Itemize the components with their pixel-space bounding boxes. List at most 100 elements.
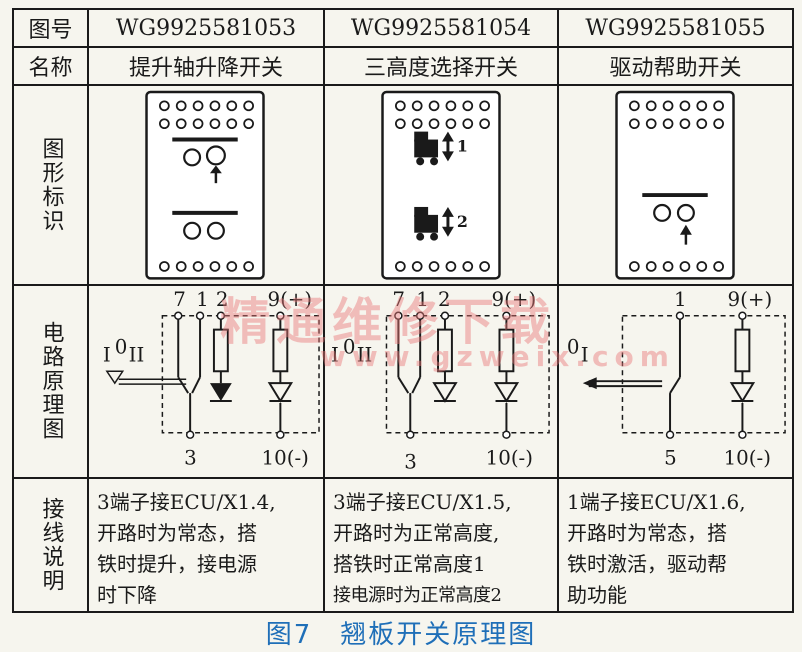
name-row: 名称 提升轴升降开关 三高度选择开关 驱动帮助开关 — [12, 46, 794, 86]
term-1-3: 9(+) — [267, 288, 312, 311]
term-1-1: 1 — [196, 288, 209, 311]
pos-label-1-2: II — [129, 344, 145, 367]
term-1-0: 7 — [173, 288, 186, 311]
circuit-diagram-3: 0 I 1 9(+) 5 10(-) — [567, 288, 786, 470]
pin-hole — [209, 261, 221, 272]
term-2-3: 9(+) — [492, 288, 537, 311]
term-1-b1: 10(-) — [262, 447, 309, 470]
wiring-2-line: 3端子接ECU/X1.5, — [333, 489, 512, 514]
pin-hole — [696, 118, 708, 130]
pin-hole — [411, 118, 423, 130]
wiring-3-line: 助功能 — [567, 582, 627, 607]
switch-table: 图号 WG9925581053 WG9925581054 WG992558105… — [12, 8, 794, 613]
pin-hole — [679, 100, 691, 112]
term-3-0: 1 — [674, 288, 687, 311]
pos-label-3-0: 0 — [567, 336, 580, 359]
pin-hole — [175, 118, 187, 130]
pos-label-2-1: 0 — [343, 336, 356, 359]
truck-lift-icon-1: 1 — [414, 131, 468, 166]
pin-hole — [226, 261, 238, 272]
pin-hole — [696, 261, 708, 272]
symbol-label: 图形标识 — [38, 137, 64, 234]
wiring-label: 接线说明 — [38, 496, 64, 593]
wiring-1-line: 3端子接ECU/X1.4, — [97, 489, 276, 514]
pin-hole — [445, 118, 457, 130]
pin-hole — [479, 100, 490, 112]
pin-hole — [628, 118, 640, 130]
pin-hole — [662, 118, 674, 130]
header-row: 图号 WG9925581053 WG9925581054 WG992558105… — [12, 8, 794, 48]
height-number-2: 2 — [457, 212, 468, 231]
pin-hole — [462, 261, 474, 272]
wiring-2-line: 接电源时为正常高度2 — [333, 584, 502, 606]
pin-hole — [243, 100, 254, 112]
pin-hole — [394, 100, 406, 112]
wiring-2-line: 开路时为正常高度, — [333, 520, 500, 545]
rocker-switch-symbol-1 — [145, 90, 265, 280]
name-2: 三高度选择开关 — [323, 46, 559, 86]
pin-hole — [679, 118, 691, 130]
pin-hole — [159, 100, 170, 112]
term-3-b0: 5 — [664, 447, 677, 470]
circuit-diagram-1: I 0 II 7 1 2 9(+) — [103, 288, 320, 470]
pin-hole — [713, 261, 724, 272]
wiring-desc-3: 1端子接ECU/X1.6, 开路时为常态，搭 铁时激活，驱动帮 助功能 — [557, 476, 794, 613]
term-2-b0: 3 — [404, 451, 417, 474]
pin-hole — [226, 118, 238, 130]
pin-hole — [192, 261, 204, 272]
rocker-switch-symbol-2: 1 2 — [381, 90, 501, 280]
wiring-3-line: 1端子接ECU/X1.6, — [567, 489, 746, 514]
pin-hole — [645, 100, 657, 112]
pin-hole — [662, 261, 674, 272]
pin-hole — [445, 100, 457, 112]
wiring-3-line: 开路时为常态，搭 — [567, 520, 727, 545]
term-1-b0: 3 — [184, 447, 197, 470]
part-no-1: WG9925581053 — [87, 8, 325, 48]
circuit-panel-1: I 0 II 7 1 2 9(+) — [87, 284, 325, 479]
pos-label-1-1: 0 — [115, 336, 128, 359]
pin-hole — [679, 261, 691, 272]
circuit-panel-2: I 0 II 7 1 2 9(+) — [323, 284, 559, 479]
part-no-3: WG9925581055 — [557, 8, 794, 48]
pin-hole — [428, 261, 440, 272]
pin-hole — [209, 100, 221, 112]
name-1: 提升轴升降开关 — [87, 46, 325, 86]
term-3-b1: 10(-) — [724, 447, 771, 470]
pin-hole — [479, 261, 490, 272]
pos-label-2-2: II — [357, 344, 373, 367]
height-number-1: 1 — [457, 136, 468, 155]
term-2-0: 7 — [392, 288, 405, 311]
wiring-row: 接线说明 3端子接ECU/X1.4, 开路时为常态，搭 铁时提升，接电源 时下降… — [12, 476, 794, 613]
wiring-1-line: 开路时为常态，搭 — [97, 520, 257, 545]
circuit-panel-3: 0 I 1 9(+) 5 10(-) — [557, 284, 794, 479]
symbol-row: 图形标识 1 — [12, 83, 794, 287]
figure-title: 翘板开关原理图 — [340, 620, 537, 650]
pin-hole — [175, 261, 187, 272]
wiring-desc-1: 3端子接ECU/X1.4, 开路时为常态，搭 铁时提升，接电源 时下降 — [87, 476, 325, 613]
pin-hole — [713, 100, 724, 112]
pin-hole — [243, 118, 254, 130]
wiring-desc-2: 3端子接ECU/X1.5, 开路时为正常高度, 搭铁时正常高度1 接电源时为正常… — [323, 476, 559, 613]
pin-hole — [411, 261, 423, 272]
pin-hole — [713, 118, 724, 130]
symbol-panel-3 — [557, 83, 794, 287]
pin-hole — [445, 261, 457, 272]
pin-hole — [411, 100, 423, 112]
pin-hole — [628, 261, 640, 272]
pin-hole — [462, 100, 474, 112]
pin-hole — [243, 261, 254, 272]
figure-number: 图7 — [265, 620, 313, 650]
pin-hole — [226, 100, 238, 112]
pos-label-3-1: I — [581, 344, 589, 367]
pin-hole — [175, 100, 187, 112]
pin-hole — [662, 100, 674, 112]
pin-hole — [428, 118, 440, 130]
name-3: 驱动帮助开关 — [557, 46, 794, 86]
circuit-row: 电路原理图 I 0 II 7 1 2 9(+) — [12, 284, 794, 479]
rocker-switch-symbol-3 — [615, 90, 735, 280]
pin-hole — [462, 118, 474, 130]
term-2-b1: 10(-) — [486, 447, 533, 470]
term-2-1: 1 — [416, 288, 429, 311]
pin-hole — [645, 261, 657, 272]
pin-hole — [628, 100, 640, 112]
